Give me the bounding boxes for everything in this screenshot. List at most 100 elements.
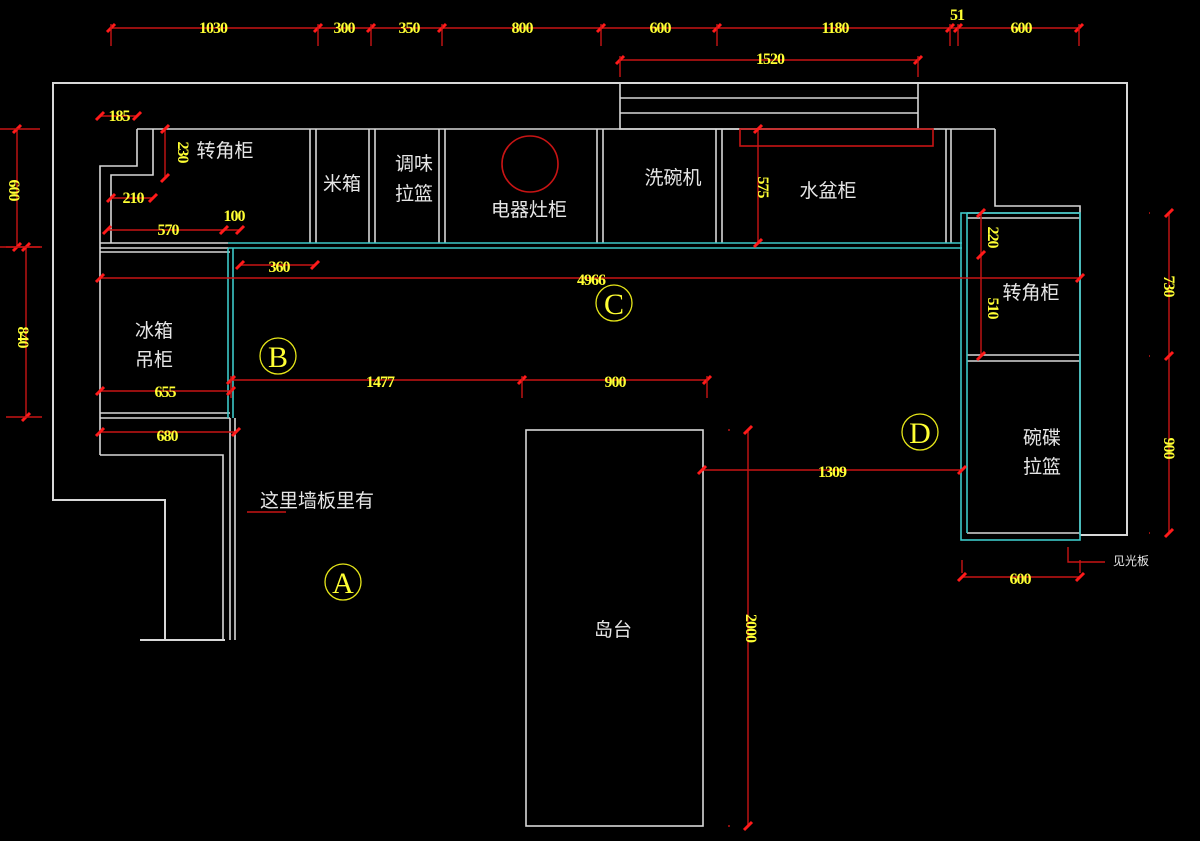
dimension-tick [218,224,230,236]
label-stove-cabinet: 电器灶柜 [491,199,567,221]
dim-600-bottom: 600 [1010,571,1032,588]
dim-top-3: 350 [399,20,421,37]
dimension-tick [1163,207,1175,219]
dim-220: 220 [984,227,1001,249]
dim-730: 730 [1160,276,1177,298]
dimension-tick [1074,272,1086,284]
dimension-tick [1163,527,1175,539]
dim-210: 210 [123,190,145,207]
left-cabinet-run [99,248,236,640]
dimension-tick [159,123,171,135]
marker-circle-c [595,284,633,322]
dim-hood-width: 1520 [756,51,785,68]
dim-900: 900 [605,374,627,391]
dimension-tick [975,207,987,219]
dimension-tick [1163,350,1175,362]
dimension-tick [1074,571,1086,583]
label-corner-cabinet-right: 转角柜 [1002,282,1059,304]
dimension-tick [742,820,754,832]
dim-840: 840 [14,327,31,349]
dim-510: 510 [984,298,1001,320]
marker-a: A [332,567,354,600]
corner-notch-inner [110,129,154,243]
dim-2000: 2000 [742,614,759,643]
dimension-tick [147,192,159,204]
dim-top-7: 51 [950,7,965,24]
dimension-tick [309,259,321,271]
dimension-tick [159,172,171,184]
room-walls [52,82,1128,641]
marker-c: C [604,288,624,321]
dimension-tick [94,385,106,397]
dim-570: 570 [158,222,180,239]
note-wall-panel: 这里墙板里有 [260,490,374,512]
label-seasoning-2: 拉篮 [395,183,433,205]
dim-100: 100 [224,208,246,225]
dim-185: 185 [109,108,131,125]
dimension-tick [234,224,246,236]
dim-575: 575 [754,177,771,199]
wall-panel [100,454,224,640]
dim-top-2: 300 [334,20,356,37]
dimension-tick [94,426,106,438]
cabinet-front-outline [960,212,1081,541]
corner-notch-outer [99,129,138,248]
dimension-tick [975,350,987,362]
note-light-panel: 见光板 [1113,554,1149,568]
marker-d: D [909,417,931,450]
dimension-tick [101,224,113,236]
cabinet-labels: 转角柜 米箱 调味 拉篮 电器灶柜 洗碗机 水盆柜 冰箱 吊柜 转角柜 碗碟 拉… [135,140,1149,641]
label-sink-cabinet: 水盆柜 [799,180,856,202]
island-counter [525,429,704,827]
dimension-texts: 1030 300 350 800 600 1180 51 600 1520 18… [5,7,1177,643]
note-leader-line [1067,547,1105,563]
dim-top-4: 800 [512,20,534,37]
marker-circle-b [259,337,297,375]
dim-360: 360 [269,259,291,276]
marker-circle-d [901,413,939,451]
dim-4966: 4966 [577,272,606,289]
dimension-tick [956,464,968,476]
dimension-tick [975,249,987,261]
dimension-tick [752,123,764,135]
dim-top-5: 600 [650,20,672,37]
dim-230: 230 [174,142,191,164]
dim-top-6: 1180 [821,20,849,37]
dim-top-1: 1030 [199,20,228,37]
stove-burner-icon [501,135,559,193]
marker-circle-a [324,563,362,601]
section-markers: A B C D [259,284,939,601]
dimension-tick [230,426,242,438]
dimension-tick [696,464,708,476]
dimension-tick [752,237,764,249]
label-dish-basket-1: 碗碟 [1023,427,1061,449]
dim-1477: 1477 [366,374,395,391]
right-cabinet-run [960,212,1081,541]
dim-680: 680 [157,428,179,445]
dimension-tick [94,110,106,122]
dimension-tick [956,571,968,583]
label-island: 岛台 [594,619,632,641]
dim-900-right: 900 [1160,438,1177,460]
dim-600-left: 600 [5,180,22,202]
label-dish-basket-2: 拉篮 [1023,456,1061,478]
dim-top-8: 600 [1011,20,1033,37]
label-fridge-1: 冰箱 [135,320,173,342]
dim-655: 655 [155,384,177,401]
label-seasoning-1: 调味 [395,153,433,175]
dimension-tick [94,272,106,284]
range-hood [619,82,919,130]
label-fridge-2: 吊柜 [135,349,173,371]
top-cabinet-run [99,128,1081,535]
dimension-tick [105,192,117,204]
marker-b: B [268,341,288,374]
dimension-lines [0,22,1175,832]
outer-wall [52,82,1128,640]
sink-icon [739,128,934,147]
dimension-tick [131,110,143,122]
dimension-tick [742,424,754,436]
label-dishwasher: 洗碗机 [644,167,701,189]
label-corner-cabinet-left: 转角柜 [196,140,253,162]
label-rice-box: 米箱 [323,173,361,195]
